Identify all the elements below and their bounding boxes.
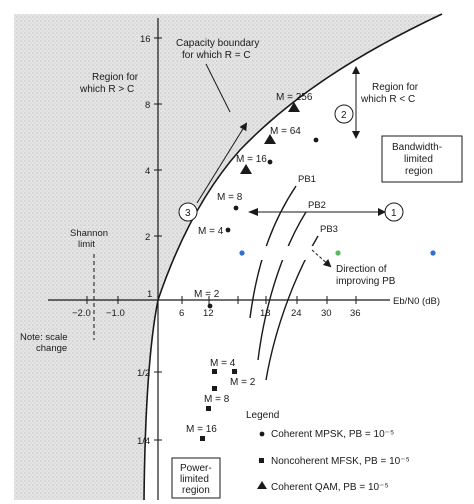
y-tick-4: 4 xyxy=(145,166,150,177)
qam-m16-label: M = 16 xyxy=(236,154,267,165)
region-r-greater-than-c xyxy=(14,14,442,500)
x-tick-18: 18 xyxy=(260,308,271,319)
y-tick-2: 2 xyxy=(145,232,150,243)
x-axis-label: Eb/N0 (dB) xyxy=(393,296,440,307)
circle-1-text: 1 xyxy=(391,208,397,219)
mpsk-m16-point xyxy=(267,159,273,165)
circle-2-marker xyxy=(334,104,354,124)
x-tick-6: 6 xyxy=(179,308,184,319)
y-tick-8: 8 xyxy=(145,100,150,111)
capacity-boundary-label: Capacity boundary for which R = C xyxy=(176,38,262,61)
x-tick-30: 30 xyxy=(321,308,332,319)
arrow-3 xyxy=(196,122,248,204)
direction-label: Direction of improving PB xyxy=(336,264,396,287)
circle-3-text: 3 xyxy=(185,208,191,219)
y-tick-half: 1/2 xyxy=(137,368,150,379)
y-tick-16: 16 xyxy=(140,34,151,45)
region-r-less-c-label: Region for which R < C xyxy=(360,82,421,105)
legend-qam-label: Coherent QAM, PB = 10⁻⁵ xyxy=(271,482,389,493)
mpsk-m4-point xyxy=(225,227,231,233)
green-dot xyxy=(335,250,341,256)
qam-m64-marker xyxy=(264,134,276,144)
y-tick-1: 1 xyxy=(147,289,152,300)
circle-3-marker xyxy=(178,202,198,222)
x-tick-36: 36 xyxy=(350,308,361,319)
pb2-label: PB2 xyxy=(308,200,326,211)
x-tick-12: 12 xyxy=(203,308,214,319)
mpsk-m64-extra-point xyxy=(313,137,319,143)
capacity-pointer xyxy=(205,63,231,113)
mpsk-m2-point xyxy=(207,303,213,309)
mfsk-m4-marker xyxy=(212,369,217,374)
blue-dot-left xyxy=(239,250,245,256)
mpsk-m8-point xyxy=(233,205,239,211)
legend-mpsk-label: Coherent MPSK, PB = 10⁻⁵ xyxy=(271,429,394,440)
mpsk-m4-label: M = 4 xyxy=(198,226,224,237)
pb1-label: PB1 xyxy=(298,174,316,185)
legend-mpsk-marker xyxy=(259,431,265,437)
mpsk-m2-label: M = 2 xyxy=(194,289,220,300)
mfsk-m16-marker xyxy=(200,436,205,441)
mfsk-m8-label: M = 8 xyxy=(204,394,230,405)
y-tick-quarter: 1/4 xyxy=(137,436,150,447)
region-r-greater-c-label: Region for which R > C xyxy=(79,72,141,95)
pb1-curve xyxy=(249,185,297,319)
mfsk-m2-marker xyxy=(232,369,237,374)
mpsk-m8-label: M = 8 xyxy=(217,192,243,203)
power-limited-label: Power- limited region xyxy=(180,463,214,496)
blue-dot-right xyxy=(430,250,436,256)
qam-m256-marker xyxy=(288,102,300,112)
y-tick-marks xyxy=(154,37,162,441)
mfsk-m16-label: M = 16 xyxy=(186,424,217,435)
pb2-curve xyxy=(257,211,307,361)
qam-m64-label: M = 64 xyxy=(270,126,301,137)
scale-change-note: Note: scale change xyxy=(20,332,70,354)
bandwidth-limited-box xyxy=(381,135,463,183)
qam-m256-label: M = 256 xyxy=(276,92,313,103)
mfsk-m8-lower-marker xyxy=(206,406,211,411)
qam-m16-marker xyxy=(240,164,252,174)
direction-arrow-dashed xyxy=(311,249,332,268)
power-limited-box xyxy=(171,457,221,499)
circle-2-text: 2 xyxy=(341,110,347,121)
legend-qam-marker xyxy=(257,481,267,489)
x-tick-24: 24 xyxy=(291,308,302,319)
legend-title: Legend xyxy=(246,410,279,421)
pb3-label: PB3 xyxy=(320,224,338,235)
x-tick-marks xyxy=(86,296,357,304)
legend-mfsk-label: Noncoherent MFSK, PB = 10⁻⁵ xyxy=(271,456,410,467)
mfsk-m8-marker xyxy=(212,386,217,391)
bandwidth-limited-label: Bandwidth- limited region xyxy=(392,142,445,177)
mfsk-m2-label: M = 2 xyxy=(230,377,256,388)
x-tick-neg1: −1.0 xyxy=(106,308,125,319)
shannon-limit-label: Shannon limit xyxy=(70,228,111,250)
x-tick-neg2: −2.0 xyxy=(72,308,91,319)
mfsk-m4-label: M = 4 xyxy=(210,358,236,369)
legend-mfsk-marker xyxy=(259,458,264,463)
highlight-band xyxy=(232,246,468,260)
